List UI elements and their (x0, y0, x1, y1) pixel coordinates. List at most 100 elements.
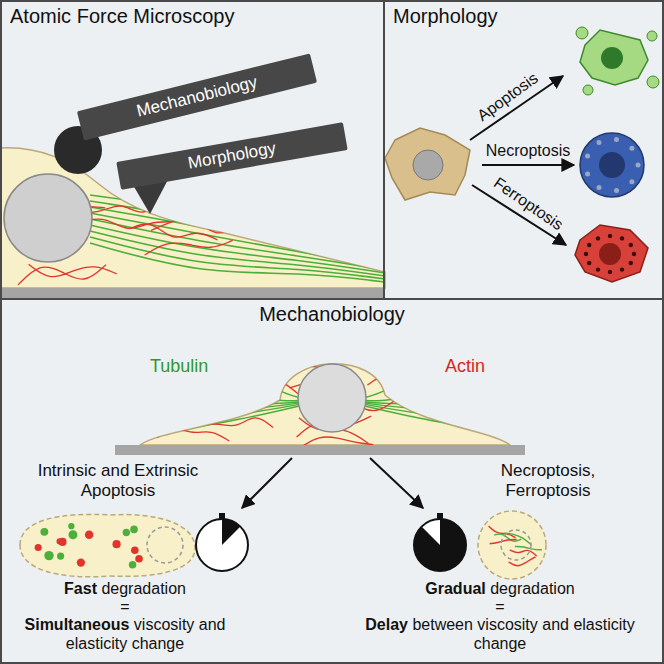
illustration-part (501, 530, 531, 560)
illustration-part (145, 240, 233, 255)
illustration-part (201, 418, 273, 427)
illustration-part (608, 234, 612, 238)
illustration-part (614, 188, 619, 193)
illustration-part (596, 236, 600, 240)
illustration-part (576, 27, 588, 39)
illustration-part (452, 398, 524, 420)
illustration-part (123, 529, 130, 536)
illustration-part (84, 219, 172, 228)
illustration-part (196, 519, 248, 571)
illustration-part (222, 519, 240, 545)
outcome-text: Intrinsic and Extrinsic Apoptosis (28, 461, 208, 501)
illustration-part (585, 171, 590, 176)
panel: Atomic Force MicroscopyMechanobiologyMor… (0, 0, 385, 300)
illustration-part (510, 550, 537, 556)
illustration-part (414, 519, 466, 571)
illustration-part (636, 163, 641, 168)
illustration-part (490, 540, 517, 544)
illustration-part (489, 526, 542, 566)
illustration-part (608, 270, 612, 274)
illustration-part (40, 528, 48, 536)
illustration-part (316, 220, 404, 236)
illustration-part (629, 243, 633, 247)
illustration-part (0, 288, 385, 298)
bold-word: Fast (64, 580, 97, 597)
structure-label: Actin (445, 356, 525, 377)
illustration-part (130, 526, 138, 534)
illustration-part (298, 364, 366, 432)
illustration-part (584, 234, 636, 274)
illustration-part (580, 133, 644, 197)
illustration-part (629, 261, 633, 265)
illustration-part (620, 267, 624, 271)
illustration-part (157, 429, 229, 441)
panel-title: Atomic Force Microscopy (2, 2, 383, 31)
illustration-part (620, 236, 624, 240)
illustration-part (68, 523, 74, 529)
outcome-text: Delay between viscosity and elasticity c… (355, 616, 645, 654)
illustration-part (177, 216, 265, 226)
illustration-part (90, 243, 385, 282)
illustration-part (131, 546, 139, 554)
outcome-text: Necroptosis, Ferroptosis (473, 461, 623, 501)
illustration-part (370, 458, 423, 508)
illustration-part (385, 128, 470, 200)
illustration-part (601, 47, 623, 69)
illustration-part (178, 389, 250, 405)
illustration-part (198, 394, 270, 402)
illustration-part (44, 551, 53, 560)
illustration-part (489, 526, 516, 538)
illustration-part (367, 374, 439, 385)
outcome-text: Gradual degradation (355, 580, 645, 599)
illustration-part (160, 410, 232, 419)
illustration-part (482, 164, 574, 166)
cantilever-label: Mechanobiology (135, 72, 260, 121)
illustration-part (4, 174, 92, 262)
illustration-part (206, 362, 278, 381)
illustration-part (422, 520, 440, 545)
illustration-part (68, 530, 77, 539)
panel: Mechanobiology (0, 298, 664, 664)
illustration-part (56, 538, 62, 544)
illustration-part (57, 552, 64, 559)
illustration-part (413, 150, 443, 180)
illustration-part (242, 458, 292, 508)
illustration-part (147, 527, 183, 563)
illustration-part (90, 219, 385, 270)
illustration-part (267, 170, 355, 188)
illustration-part (596, 267, 600, 271)
panel-title: Morphology (385, 2, 662, 31)
illustration-part (178, 206, 266, 222)
illustration-part (587, 261, 591, 265)
plain-words: degradation (97, 580, 186, 597)
bold-word: Simultaneous (25, 616, 130, 633)
illustration-part (629, 146, 634, 151)
plain-words: between viscosity and elasticity change (408, 616, 635, 652)
illustration-part (632, 252, 636, 256)
illustration-part (130, 224, 218, 240)
illustration-part (585, 154, 590, 159)
illustration-part (29, 264, 117, 276)
plain-words: degradation (486, 580, 575, 597)
illustration-part (115, 445, 525, 455)
illustration-part (583, 85, 593, 95)
illustration-part (77, 558, 85, 566)
structure-label: Tubulin (150, 356, 250, 377)
illustration-part (599, 152, 625, 178)
illustration-part (129, 561, 137, 569)
illustration-part (20, 514, 195, 576)
bold-word: Gradual (425, 580, 485, 597)
illustration-part (647, 76, 659, 88)
illustration-part (226, 381, 298, 398)
illustration-part (584, 252, 588, 256)
illustration-part (471, 409, 543, 415)
illustration-part (629, 179, 634, 184)
panel-title: Mechanobiology (2, 300, 662, 329)
bold-word: Delay (365, 616, 408, 633)
outcome-text: Simultaneous viscosity and elasticity ch… (0, 616, 250, 654)
illustration-part (515, 546, 542, 549)
illustration-part (597, 185, 602, 190)
cantilever-label: Morphology (187, 138, 278, 173)
illustration-part (504, 533, 531, 545)
